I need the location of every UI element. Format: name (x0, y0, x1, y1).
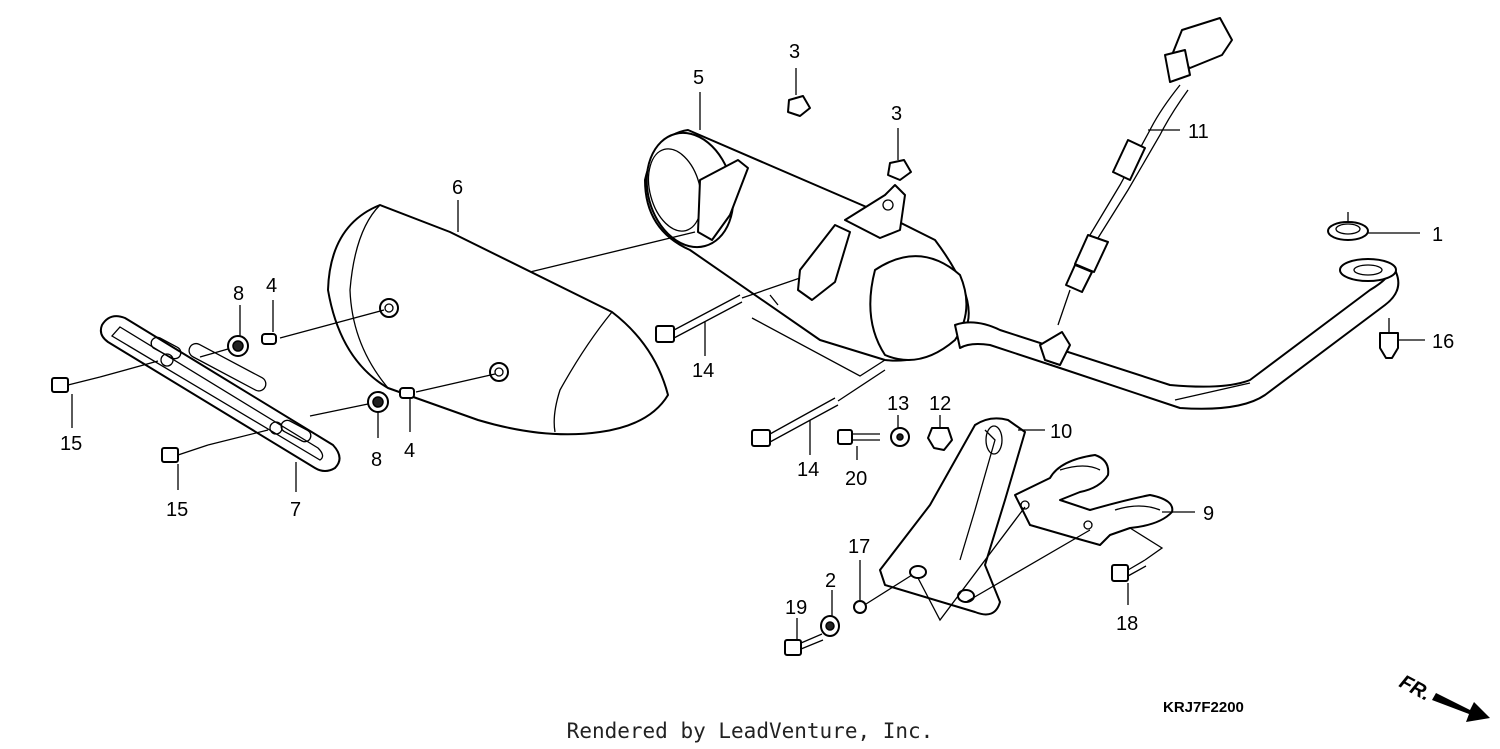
callout-11: 11 (1188, 121, 1209, 143)
washer-13[interactable] (890, 427, 910, 447)
footer-credit: Rendered by LeadVenture, Inc. (567, 719, 934, 743)
callout-4b: 4 (404, 440, 415, 462)
bolt-15b[interactable] (161, 444, 209, 463)
nut-12[interactable] (927, 427, 953, 451)
callout-12: 12 (929, 393, 951, 415)
leader-lines (71, 68, 1425, 640)
muffler-protector[interactable] (327, 204, 669, 436)
callout-7: 7 (290, 499, 301, 521)
callout-16: 16 (1432, 331, 1454, 353)
diagram-code: KRJ7F2200 (1163, 699, 1244, 716)
grommet-8a[interactable] (227, 335, 249, 357)
collar-4a[interactable] (261, 333, 277, 345)
bolt-18[interactable] (1111, 559, 1147, 582)
exhaust-pipe[interactable] (954, 258, 1400, 410)
callout-15b: 15 (166, 499, 188, 521)
bolt-20[interactable] (837, 429, 880, 445)
callout-3a: 3 (789, 41, 800, 63)
callout-20: 20 (845, 468, 867, 490)
callout-8a: 8 (233, 283, 244, 305)
heat-shield-cover[interactable] (99, 315, 341, 472)
callout-9: 9 (1203, 503, 1214, 525)
hanger-bracket[interactable] (1014, 454, 1174, 546)
front-direction-indicator: FR. (1396, 671, 1490, 722)
bolt-15a[interactable] (51, 376, 101, 393)
callout-6: 6 (452, 177, 463, 199)
callout-3b: 3 (891, 103, 902, 125)
callout-5: 5 (693, 67, 704, 89)
collar-4b[interactable] (399, 387, 415, 399)
callout-10: 10 (1050, 421, 1072, 443)
nut-3b[interactable] (887, 159, 912, 181)
exhaust-gasket[interactable] (1327, 212, 1369, 241)
callout-14b: 14 (797, 459, 819, 481)
oxygen-sensor[interactable] (1057, 17, 1233, 326)
bolt-14a[interactable] (655, 294, 743, 343)
callout-1: 1 (1432, 224, 1443, 246)
bolt-14b[interactable] (751, 397, 839, 447)
muffler-bracket[interactable] (879, 417, 1026, 616)
muffler[interactable] (634, 123, 970, 362)
direction-label: FR. (1396, 671, 1435, 706)
nut-3a[interactable] (787, 95, 811, 117)
callout-18: 18 (1116, 613, 1138, 635)
grommet-8b[interactable] (367, 391, 389, 413)
stud-bolt-16[interactable] (1379, 318, 1399, 359)
callout-13: 13 (887, 393, 909, 415)
callout-19: 19 (785, 597, 807, 619)
callout-4a: 4 (266, 275, 277, 297)
callout-15a: 15 (60, 433, 82, 455)
direction-arrow-icon (1432, 693, 1490, 722)
callout-14a: 14 (692, 360, 714, 382)
collar-17[interactable] (853, 600, 867, 614)
bolt-19[interactable] (784, 633, 824, 656)
callout-17: 17 (848, 536, 870, 558)
callout-labels: 1 16 11 3 3 5 6 14 14 8 4 8 4 15 15 7 13… (60, 41, 1454, 635)
callout-8b: 8 (371, 449, 382, 471)
grommet-2[interactable] (820, 615, 840, 637)
callout-2: 2 (825, 570, 836, 592)
